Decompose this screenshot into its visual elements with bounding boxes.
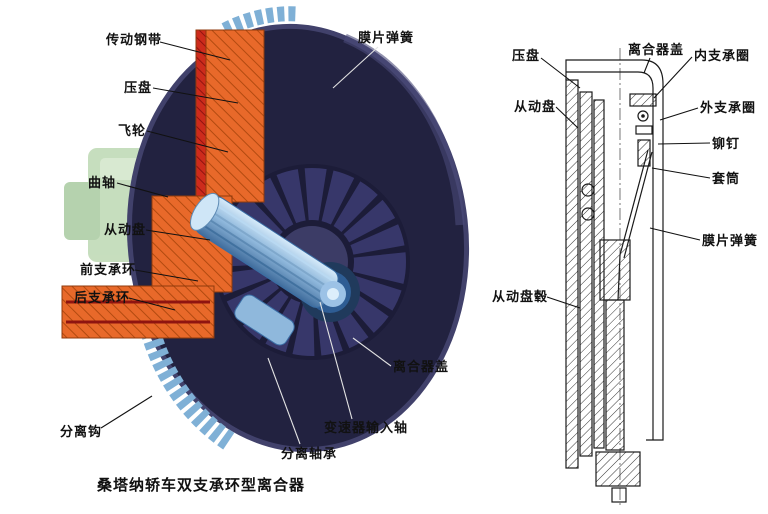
ring-gear-teeth-top — [221, 6, 299, 37]
damper-spring-2 — [581, 207, 595, 221]
label-right-pressure-plate: 压盘 — [512, 48, 541, 63]
label-outer-support-ring: 外支承圈 — [700, 100, 757, 115]
figure-caption: 桑塔纳轿车双支承环型离合器 — [97, 477, 306, 494]
label-diaphragm-spring: 膜片弹簧 — [358, 30, 415, 45]
hub-barrel-section — [605, 299, 625, 451]
rivet-section — [641, 114, 645, 118]
label-front-support-ring: 前支承环 — [80, 262, 137, 277]
leader-lines-right — [540, 56, 711, 309]
ring-gear-teeth-bottom — [140, 327, 236, 451]
label-driven-disc-hub: 从动盘毂 — [492, 289, 549, 304]
release-bearing-shape — [234, 294, 295, 346]
label-driven-disc: 从动盘 — [104, 222, 147, 237]
label-rivet: 铆钉 — [712, 136, 741, 151]
driven-disc-section — [565, 79, 579, 469]
label-clutch-cover: 离合器盖 — [393, 359, 450, 374]
label-crankshaft: 曲轴 — [88, 175, 117, 190]
clutch-body-rim — [126, 23, 470, 453]
ring-seat-section — [635, 125, 653, 135]
bottom-block-section — [595, 451, 641, 487]
right-section-drawing — [565, 48, 664, 508]
label-drive-steel-belt: 传动钢带 — [106, 32, 163, 47]
body-highlight — [343, 33, 465, 226]
label-rear-support-ring: 后支承环 — [74, 290, 131, 305]
inner-support-ring-section — [629, 93, 657, 107]
shaft-end-rings — [320, 281, 346, 307]
diaphragm-spring-section — [619, 149, 649, 256]
hub-flange-section — [599, 239, 631, 301]
left-clutch-illustration — [61, 6, 470, 453]
cover-inner-line — [566, 71, 654, 440]
outer-support-ring-section — [637, 110, 649, 122]
damper-spring-1 — [581, 183, 595, 197]
label-right-clutch-cover: 离合器盖 — [628, 42, 685, 57]
bottom-stub-section — [611, 487, 627, 503]
sleeve-section — [637, 139, 651, 167]
leader-lines-left-light — [267, 46, 392, 445]
label-inner-support-ring: 内支承圈 — [694, 48, 751, 63]
cutaway-sections — [61, 29, 265, 339]
label-right-driven-disc: 从动盘 — [514, 99, 557, 114]
label-transmission-input-shaft: 变速器输入轴 — [324, 420, 409, 435]
cutaway-flywheel-slab — [205, 29, 265, 203]
pressure-plate-section — [579, 91, 593, 457]
leader-lines-left — [100, 41, 239, 429]
label-release-hook: 分离钩 — [60, 424, 103, 439]
label-sleeve: 套筒 — [712, 171, 741, 186]
label-flywheel: 飞轮 — [118, 123, 147, 138]
cover-outline — [565, 59, 664, 441]
cutaway-left-arm — [61, 285, 215, 339]
label-pressure-plate: 压盘 — [124, 80, 153, 95]
label-release-bearing: 分离轴承 — [281, 446, 338, 461]
label-right-diaphragm-spring: 膜片弹簧 — [702, 233, 759, 248]
